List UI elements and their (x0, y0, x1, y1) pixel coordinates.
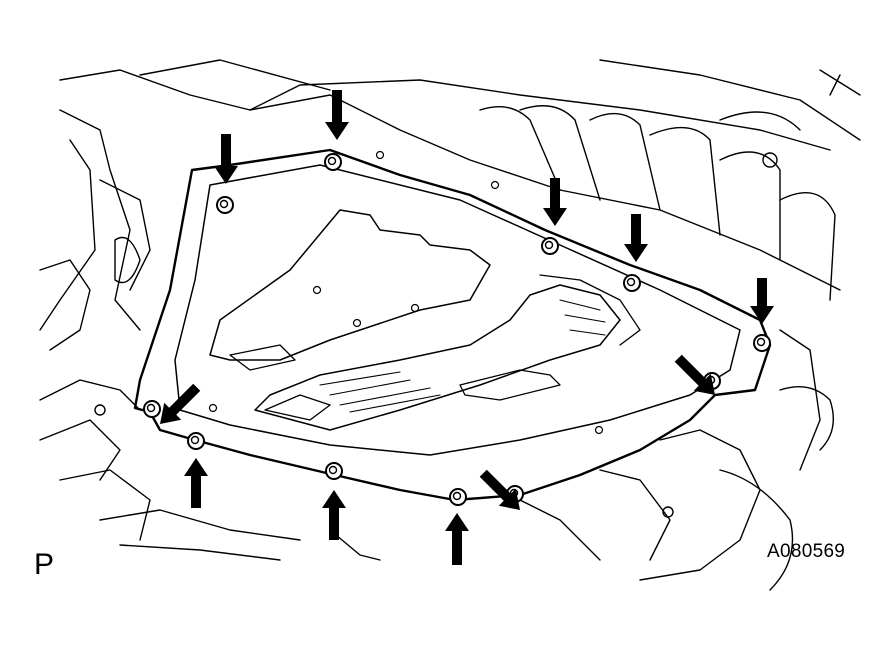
pointer-arrow-icon (624, 214, 648, 262)
hex-bolt-icon (143, 400, 161, 418)
pointer-arrow-icon (214, 134, 238, 184)
pointer-arrow-icon (674, 354, 715, 395)
hex-bolt-icon (187, 432, 205, 450)
hex-bolt-icon (541, 237, 559, 255)
pointer-arrow-icon (160, 383, 201, 424)
pointer-arrow-icon (445, 513, 469, 565)
view-code-label: P (34, 548, 55, 581)
hex-bolt-icon (324, 153, 342, 171)
engine-under-cover (133, 148, 772, 502)
pointer-arrow-icon (322, 490, 346, 540)
pointer-arrow-icon (543, 178, 567, 226)
vehicle-underbody-linework (39, 59, 861, 591)
pointer-arrow-icon (750, 278, 774, 324)
pointer-arrow-icon (184, 458, 208, 508)
hex-bolt-icon (325, 462, 343, 480)
hex-bolt-icon (623, 274, 641, 292)
arrow-group (160, 90, 774, 565)
figure-id-label: A080569 (767, 541, 846, 562)
hex-bolt-icon (449, 488, 467, 506)
hex-bolt-icon (753, 334, 771, 352)
pointer-arrow-icon (325, 90, 349, 140)
pointer-arrow-icon (479, 469, 520, 510)
hex-bolt-icon (216, 196, 234, 214)
